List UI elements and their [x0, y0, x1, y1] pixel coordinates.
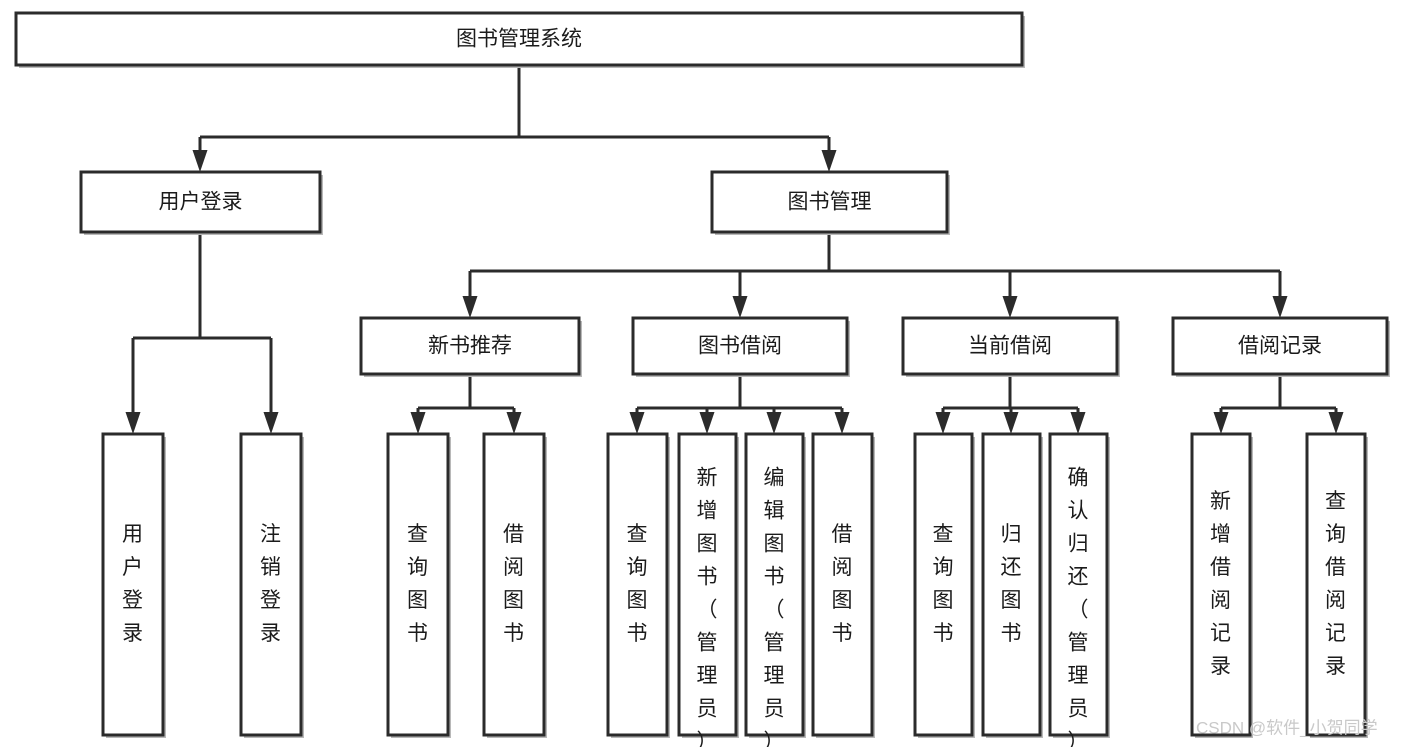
arrow-head-icon: [1002, 296, 1018, 318]
connector-group-root: [192, 65, 837, 172]
connector-group-user-login: [125, 232, 279, 434]
node-label: 查询图书: [627, 523, 649, 645]
node-box[interactable]: [79, 170, 322, 234]
node-label: 新增图书（管理员）: [697, 466, 719, 747]
node-box[interactable]: [631, 316, 849, 376]
node-box[interactable]: [710, 170, 949, 234]
connector-group-borrow-record: [1213, 374, 1344, 434]
node-label: 当前借阅: [968, 335, 1052, 358]
node-label: 新书推荐: [428, 335, 512, 358]
node-root[interactable]: 图书管理系统: [14, 11, 1025, 68]
arrow-head-icon: [821, 150, 837, 172]
node-label: 借阅记录: [1238, 335, 1322, 358]
node-current-borrow[interactable]: 当前借阅: [901, 316, 1120, 377]
node-leaf-user-login[interactable]: 用户登录: [101, 432, 166, 738]
node-box[interactable]: [606, 432, 669, 737]
node-label: 新增借阅记录: [1210, 490, 1232, 678]
node-leaf-return-book[interactable]: 归还图书: [981, 432, 1043, 738]
node-label: 归还图书: [1001, 523, 1023, 645]
node-label: 查询图书: [407, 523, 429, 645]
node-box[interactable]: [1048, 432, 1109, 737]
node-leaf-confirm-return[interactable]: 确认归还（管理员）: [1048, 432, 1110, 747]
arrow-head-icon: [766, 412, 782, 434]
connector-layer: [125, 65, 1344, 434]
node-leaf-query-book-borrow[interactable]: 查询图书: [606, 432, 670, 738]
connector-group-current-borrow: [935, 374, 1086, 434]
arrow-head-icon: [1003, 412, 1019, 434]
node-box[interactable]: [677, 432, 738, 737]
arrow-head-icon: [834, 412, 850, 434]
node-leaf-query-book-new[interactable]: 查询图书: [386, 432, 451, 738]
arrow-head-icon: [1328, 412, 1344, 434]
node-layer: 图书管理系统用户登录图书管理新书推荐图书借阅当前借阅借阅记录用户登录注销登录查询…: [14, 11, 1390, 747]
node-label: 用户登录: [122, 523, 144, 645]
node-label: 编辑图书（管理员）: [764, 466, 786, 747]
node-box[interactable]: [811, 432, 874, 737]
node-leaf-query-book-current[interactable]: 查询图书: [913, 432, 975, 738]
node-leaf-add-book[interactable]: 新增图书（管理员）: [677, 432, 739, 747]
arrow-head-icon: [506, 412, 522, 434]
watermark-label: CSDN @软件_小贺同学: [1196, 718, 1378, 737]
node-label: 借阅图书: [832, 523, 854, 645]
arrow-head-icon: [1213, 412, 1229, 434]
node-label: 注销登录: [260, 523, 282, 645]
node-leaf-borrow-book[interactable]: 借阅图书: [811, 432, 875, 738]
node-box[interactable]: [239, 432, 303, 737]
node-label: 查询图书: [933, 523, 955, 645]
node-box[interactable]: [1190, 432, 1252, 737]
node-label: 确认归还（管理员）: [1068, 466, 1090, 747]
node-leaf-query-record[interactable]: 查询借阅记录: [1305, 432, 1368, 738]
node-book-borrow[interactable]: 图书借阅: [631, 316, 850, 377]
node-leaf-borrow-book-new[interactable]: 借阅图书: [482, 432, 547, 738]
node-label: 图书借阅: [698, 335, 782, 358]
arrow-head-icon: [1070, 412, 1086, 434]
arrow-head-icon: [935, 412, 951, 434]
node-box[interactable]: [913, 432, 974, 737]
node-box[interactable]: [744, 432, 805, 737]
node-box[interactable]: [386, 432, 450, 737]
connector-group-book-manage: [462, 232, 1288, 318]
node-box[interactable]: [359, 316, 581, 376]
node-box[interactable]: [981, 432, 1042, 737]
node-leaf-add-record[interactable]: 新增借阅记录: [1190, 432, 1253, 738]
node-box[interactable]: [1305, 432, 1367, 737]
node-label: 用户登录: [159, 191, 243, 214]
node-label: 图书管理: [788, 191, 872, 214]
node-label: 借阅图书: [503, 523, 525, 645]
arrow-head-icon: [629, 412, 645, 434]
arrow-head-icon: [462, 296, 478, 318]
node-new-book-recommend[interactable]: 新书推荐: [359, 316, 582, 377]
arrow-head-icon: [1272, 296, 1288, 318]
node-box[interactable]: [14, 11, 1024, 67]
node-leaf-edit-book[interactable]: 编辑图书（管理员）: [744, 432, 806, 747]
arrow-head-icon: [732, 296, 748, 318]
node-box[interactable]: [901, 316, 1119, 376]
node-user-login[interactable]: 用户登录: [79, 170, 323, 235]
arrow-head-icon: [410, 412, 426, 434]
node-box[interactable]: [101, 432, 165, 737]
node-label: 图书管理系统: [456, 28, 582, 51]
arrow-head-icon: [125, 412, 141, 434]
arrow-head-icon: [192, 150, 208, 172]
node-box[interactable]: [482, 432, 546, 737]
node-box[interactable]: [1171, 316, 1389, 376]
node-leaf-user-logout[interactable]: 注销登录: [239, 432, 304, 738]
connector-group-new-book-recommend: [410, 374, 522, 434]
arrow-head-icon: [263, 412, 279, 434]
connector-group-book-borrow: [629, 374, 850, 434]
node-label: 查询借阅记录: [1325, 490, 1347, 678]
arrow-head-icon: [699, 412, 715, 434]
node-book-manage[interactable]: 图书管理: [710, 170, 950, 235]
node-borrow-record[interactable]: 借阅记录: [1171, 316, 1390, 377]
